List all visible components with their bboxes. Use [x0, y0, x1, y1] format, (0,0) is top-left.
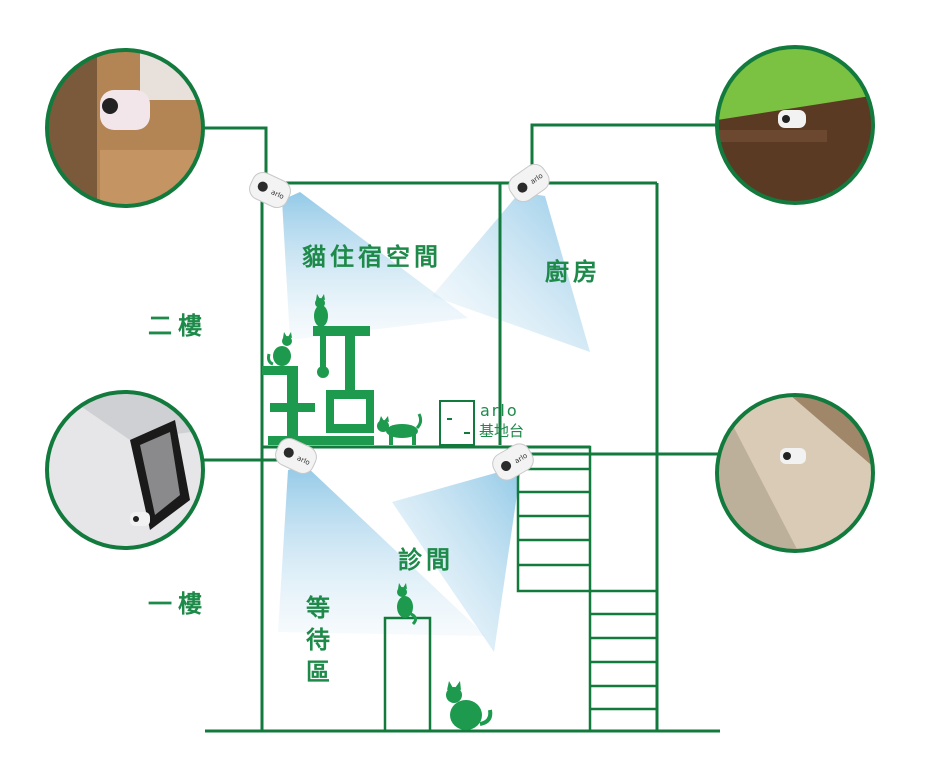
beam-waiting [278, 466, 486, 636]
room-label-waiting-2: 待 [306, 626, 330, 654]
cat-sitting-floor [446, 681, 493, 730]
photo-upper-left [45, 48, 205, 208]
cat-on-tree-left [267, 332, 292, 366]
camera-top-right: arlo [508, 163, 550, 203]
camera-beams [278, 192, 590, 652]
cat-on-pedestal [397, 583, 418, 626]
connector-lines [200, 123, 720, 462]
cat-on-tree-top [314, 294, 328, 327]
camera-middle-right: arlo [492, 443, 534, 481]
camera-middle-left: arlo [275, 437, 317, 475]
room-label-cat-room: 貓住宿空間 [302, 243, 442, 271]
cat-walking [377, 413, 423, 445]
room-label-waiting-3: 區 [306, 658, 330, 686]
floor-label-lower: 一樓 [148, 590, 208, 618]
beam-kitchen [432, 192, 590, 352]
photo-upper-right [715, 45, 875, 205]
room-label-kitchen: 廚房 [545, 258, 601, 286]
beam-clinic [392, 470, 520, 652]
base-station-label: 基地台 [479, 422, 524, 440]
cat-tree [262, 326, 374, 445]
floor-label-upper: 二樓 [148, 312, 208, 340]
photo-lower-right [715, 393, 875, 553]
staircase [516, 445, 659, 733]
room-label-waiting-1: 等 [306, 594, 330, 622]
room-label-clinic: 診間 [398, 546, 454, 574]
base-station: arlo 基地台 [439, 400, 524, 446]
pedestal [383, 616, 432, 733]
beam-cat-room [282, 192, 468, 340]
photo-lower-left [45, 390, 205, 550]
camera-top-left: arlo [249, 171, 291, 209]
cat-silhouettes [267, 294, 493, 730]
base-station-brand: arlo [480, 401, 519, 420]
